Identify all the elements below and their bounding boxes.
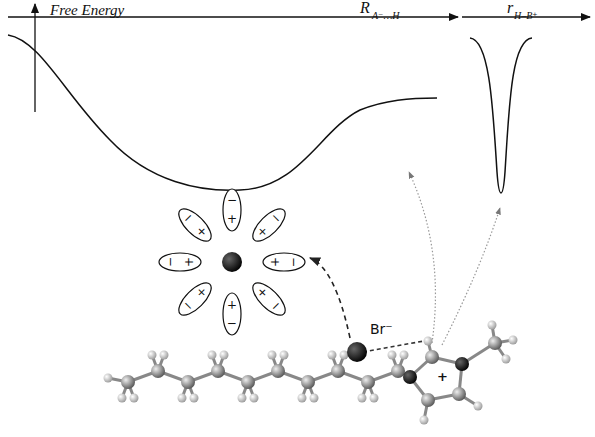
carbon-atom [151, 364, 165, 378]
hydrogen-atom [488, 321, 497, 330]
hydrogen-atom [148, 351, 157, 360]
hydrogen-bond [363, 341, 424, 352]
dipole-ellipse: −+ [173, 203, 218, 248]
charge-sign: + [437, 370, 448, 383]
axis-label: R [360, 0, 370, 16]
hydrogen-atom [509, 336, 518, 345]
hydrogen-atom [388, 351, 397, 360]
hydrogen-atom [190, 394, 199, 403]
carbon-atom [241, 375, 255, 389]
plus-sign: + [269, 252, 281, 272]
hydrogen-atom [208, 351, 217, 360]
imidazolium-cation [104, 321, 518, 425]
solvation-arrow [310, 258, 350, 338]
plus-sign: + [222, 213, 242, 225]
axis-label: H–B⁺ [514, 11, 538, 21]
axis-label: r [507, 0, 513, 16]
hydrogen-atom [280, 351, 289, 360]
hydrogen-atom [424, 337, 433, 346]
carbon-atom [181, 375, 195, 389]
hydrogen-atom [104, 374, 113, 383]
dipole-ellipse: −+ [246, 203, 291, 248]
plus-sign: + [183, 252, 195, 272]
hydrogen-atom [310, 394, 319, 403]
carbon-atom [301, 375, 315, 389]
hydrogen-atom [250, 394, 259, 403]
carbon-atom [452, 387, 466, 401]
hydrogen-atom [474, 402, 483, 411]
dipole-ellipse: −+ [262, 252, 306, 272]
carbon-atom [121, 375, 135, 389]
hydrogen-atom [370, 394, 379, 403]
hydrogen-atom [178, 394, 187, 403]
hydrogen-atom [502, 355, 511, 364]
bromide-atom [347, 342, 367, 362]
ellipse-outline [246, 203, 291, 248]
nitrogen-atom [455, 357, 469, 371]
ellipse-outline [173, 203, 218, 248]
minus-sign: − [164, 252, 176, 272]
ion-label: Br⁻ [370, 322, 393, 336]
plus-sign: + [222, 299, 242, 311]
pointer [442, 208, 500, 345]
hydrogen-atom [130, 394, 139, 403]
carbon-atom [421, 393, 435, 407]
ellipse-outline [173, 276, 218, 321]
broad-well [8, 35, 437, 190]
anion-center [222, 252, 242, 272]
minus-sign: − [222, 194, 242, 206]
hydrogen-atom [358, 394, 367, 403]
hydrogen-atom [220, 351, 229, 360]
axis-title: Free Energy [50, 3, 124, 18]
hydrogen-atom [160, 351, 169, 360]
energy-axis [34, 4, 35, 112]
hydrogen-atom [268, 351, 277, 360]
hydrogen-atom [238, 394, 247, 403]
carbon-atom [488, 336, 502, 350]
hydrogen-atom [420, 416, 429, 425]
hydrogen-atom [118, 394, 127, 403]
hydrogen-atom [298, 394, 307, 403]
pointer [409, 172, 435, 343]
carbon-atom [211, 364, 225, 378]
carbon-atom [425, 350, 439, 364]
carbon-atom [331, 364, 345, 378]
dipole-ellipse: −+ [222, 188, 242, 232]
dipole-ellipse: −+ [158, 252, 202, 272]
carbon-atom [361, 375, 375, 389]
dipole-ellipse: −+ [173, 276, 218, 321]
ellipse-outline [246, 276, 291, 321]
dipole-ellipse: −+ [246, 276, 291, 321]
axis-label: A⁻…H [372, 11, 400, 21]
carbon-atom [271, 364, 285, 378]
minus-sign: − [222, 318, 242, 330]
hydrogen-atom [400, 351, 409, 360]
narrow-well [470, 38, 532, 193]
dipole-ellipse: −+ [222, 292, 242, 336]
carbon-atom [391, 364, 405, 378]
nitrogen-atom [403, 370, 417, 384]
minus-sign: − [288, 252, 300, 272]
hydrogen-atom [328, 351, 337, 360]
